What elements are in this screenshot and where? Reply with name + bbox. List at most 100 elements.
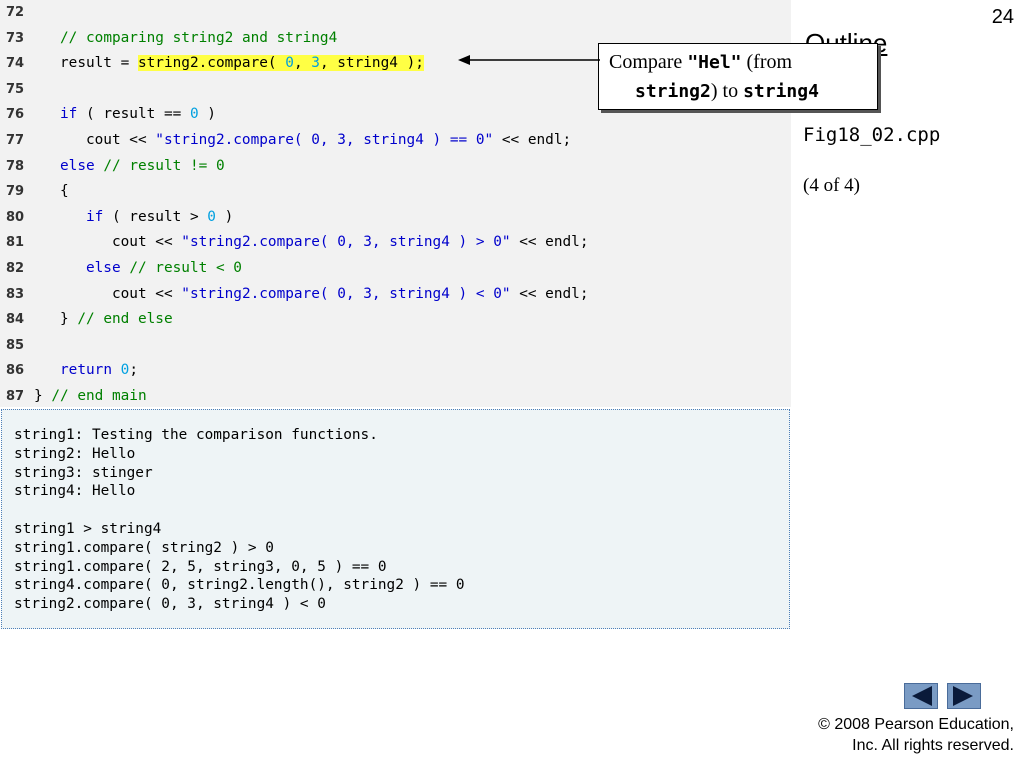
figure-name: Fig18_02.cpp — [803, 124, 941, 146]
line-number: 73 — [6, 30, 25, 46]
code-token: << endl; — [493, 132, 572, 148]
part-label: (4 of 4) — [803, 175, 860, 196]
triangle-left-icon — [912, 686, 932, 706]
code-token: if — [85, 208, 104, 225]
line-number: 86 — [6, 363, 25, 379]
code-token: , string4 ); — [319, 55, 424, 72]
line-code: cout << "string2.compare( 0, 3, string4 … — [34, 128, 571, 154]
code-token: } — [34, 388, 52, 404]
callout-code-string4: string4 — [743, 81, 819, 102]
callout-text-1: Compare — [609, 51, 688, 73]
line-number: 74 — [6, 56, 25, 72]
code-token: , — [293, 55, 312, 72]
code-token: // result < 0 — [129, 260, 242, 276]
program-output: string1: Testing the comparison function… — [1, 409, 790, 629]
callout-text-2: (from — [741, 51, 793, 73]
line-number: 76 — [6, 107, 25, 123]
code-token: ( result > — [103, 208, 208, 225]
code-token: if — [60, 106, 78, 123]
code-token — [34, 362, 60, 378]
line-code: } // end else — [34, 307, 173, 333]
code-token: 0 — [189, 106, 199, 123]
line-number: 77 — [6, 133, 25, 148]
line-number: 85 — [6, 337, 25, 353]
line-code: if ( result > 0 ) — [34, 205, 233, 231]
output-line: string1.compare( string2 ) > 0 — [14, 539, 274, 556]
triangle-right-icon — [953, 686, 973, 706]
line-number: 83 — [6, 286, 25, 302]
copyright-line-1: © 2008 Pearson Education, — [818, 716, 1014, 733]
code-token: // end main — [51, 388, 147, 404]
output-line: string1: Testing the comparison function… — [14, 427, 378, 443]
line-code: { — [34, 179, 69, 205]
slide-number: 24 — [991, 6, 1014, 28]
callout-arrow — [458, 55, 600, 65]
code-token: cout << — [34, 132, 156, 148]
output-line: string1.compare( 2, 5, string3, 0, 5 ) =… — [14, 558, 387, 575]
code-token: "string2.compare( 0, 3, string4 ) > 0" — [181, 234, 511, 251]
code-token: 0 — [120, 362, 130, 379]
code-token: cout << — [34, 234, 182, 251]
callout-code-hel: "Hel" — [687, 52, 742, 73]
line-code: } // end main — [34, 384, 147, 410]
code-token: ) — [215, 208, 234, 225]
line-number: 79 — [6, 184, 25, 200]
line-number: 81 — [6, 235, 25, 251]
code-token: << endl; — [510, 285, 589, 302]
code-token: << endl; — [510, 234, 589, 251]
previous-slide-button[interactable] — [904, 683, 938, 709]
line-number: 80 — [6, 209, 25, 225]
code-token: ) — [198, 106, 216, 123]
line-code: result = string2.compare( 0, 3, string4 … — [34, 51, 424, 77]
callout-code-string2: string2 — [635, 81, 711, 102]
code-token — [121, 260, 130, 276]
line-code: cout << "string2.compare( 0, 3, string4 … — [34, 230, 589, 256]
line-code: else // result < 0 — [34, 256, 242, 282]
code-token — [34, 260, 86, 276]
callout-text-3: ) to — [710, 80, 744, 102]
code-token: "string2.compare( 0, 3, string4 ) < 0" — [181, 285, 511, 302]
line-number: 78 — [6, 158, 25, 174]
code-token: cout << — [34, 285, 182, 302]
line-code: else // result != 0 — [34, 154, 225, 180]
copyright-notice: © 2008 Pearson Education, Inc. All right… — [818, 714, 1014, 756]
code-token: 0 — [207, 208, 216, 225]
code-token: // end else — [77, 311, 173, 328]
copyright-line-2: Inc. All rights reserved. — [852, 737, 1014, 754]
code-token: } — [34, 311, 78, 328]
line-code: return 0; — [34, 358, 138, 384]
output-line: string1 > string4 — [14, 521, 162, 537]
output-line: string4: Hello — [14, 483, 136, 500]
line-number: 84 — [6, 312, 25, 328]
code-token: string2.compare( — [137, 55, 286, 72]
line-code: // comparing string2 and string4 — [34, 26, 337, 52]
output-line: string2: Hello — [14, 445, 136, 462]
code-token — [112, 362, 121, 378]
line-code: cout << "string2.compare( 0, 3, string4 … — [34, 282, 589, 308]
code-token: "string2.compare( 0, 3, string4 ) == 0" — [155, 132, 494, 148]
callout-box: Compare "Hel" (from string2) to string4 — [598, 43, 878, 110]
line-number: 75 — [6, 81, 25, 97]
code-token: // comparing string2 and string4 — [60, 29, 338, 46]
code-token: ( result == — [77, 106, 190, 123]
code-token: 0 — [285, 55, 294, 72]
output-line: string3: stinger — [14, 464, 153, 481]
code-token — [34, 30, 60, 46]
line-code: if ( result == 0 ) — [34, 102, 216, 128]
output-line: string4.compare( 0, string2.length(), st… — [14, 577, 465, 594]
line-number: 72 — [6, 5, 25, 20]
next-slide-button[interactable] — [947, 683, 981, 709]
code-token: ; — [129, 362, 138, 379]
code-token — [34, 209, 86, 225]
code-token — [34, 158, 60, 174]
code-token: else — [85, 260, 121, 276]
code-token: return — [60, 362, 112, 379]
output-line: string2.compare( 0, 3, string4 ) < 0 — [14, 596, 326, 613]
code-token: // result != 0 — [103, 157, 225, 174]
line-number: 87 — [6, 389, 25, 404]
code-token — [34, 106, 60, 122]
code-token: result = — [34, 55, 138, 72]
code-token: else — [60, 157, 95, 174]
code-token: { — [34, 183, 69, 200]
code-token: 3 — [311, 55, 320, 72]
